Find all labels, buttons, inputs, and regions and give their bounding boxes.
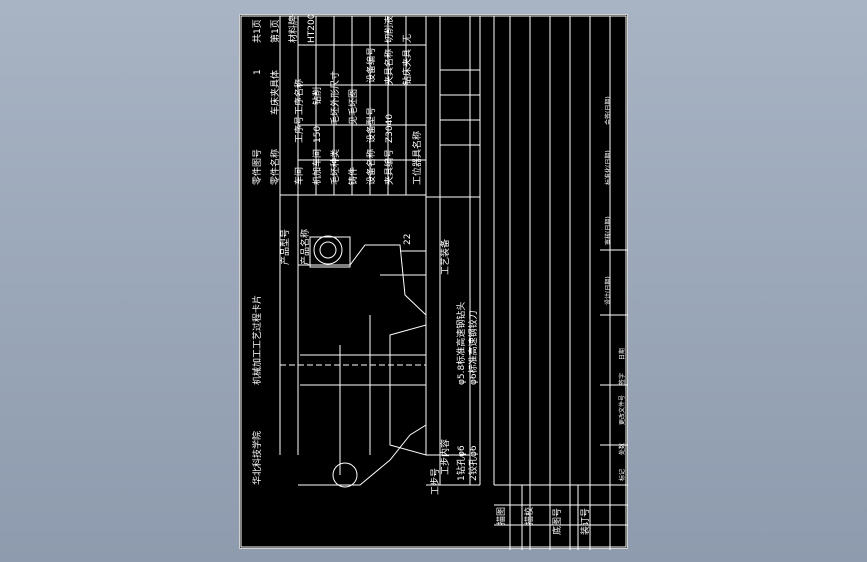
op-no: 150 [313, 126, 323, 143]
step-content-header: 工步内容 [439, 439, 451, 475]
card-title: 机械加工工艺过程卡片 [251, 295, 263, 385]
coolant: 无 [402, 34, 413, 43]
rev-count: 处数 [618, 443, 626, 455]
fixture-no-label: 夹具编号 [383, 149, 395, 185]
step-2-content: 铰孔φ6 [467, 445, 479, 475]
equip-model-label: 设备型号 [365, 107, 377, 143]
sign-base-no: 底图号 [551, 508, 563, 535]
part-name-label: 零件名称 [269, 149, 281, 185]
equip-model: Z3040 [385, 114, 395, 143]
sheet-border [240, 15, 627, 548]
rev-date: 日期 [618, 348, 626, 360]
step-2-no: 2 [469, 475, 479, 481]
step-1-content: 钻孔φ6 [455, 445, 467, 475]
rev-mark: 标记 [618, 469, 626, 481]
fixture-name-label: 夹具名称 [383, 49, 395, 85]
equip-no-label: 设备编号 [365, 47, 377, 83]
process-card-sheet: 华北科技学院 机械加工工艺过程卡片 产品型号 产品名称 零件图号 1 共1页 零… [239, 14, 628, 550]
op-name: 钻削 [311, 87, 323, 105]
sign-bind-no: 装订号 [579, 508, 591, 535]
school-name: 华北科技学院 [251, 431, 263, 485]
material-grade-label: 材料牌号 [287, 15, 299, 43]
fixture-name: 钻床夹具 [401, 49, 413, 85]
workshop-label: 车间 [293, 167, 305, 185]
blank-size-label: 毛坯外形尺寸 [329, 71, 341, 125]
product-name-label: 产品名称 [299, 229, 311, 265]
blank-type: 铸件 [347, 167, 359, 185]
op-name-label: 工序名称 [293, 79, 305, 115]
equip-name-label: 设备名称 [365, 149, 377, 185]
blank-type-label: 毛坯种类 [329, 149, 341, 185]
page-no: 第1页 [269, 19, 281, 43]
part-drawing-no: 1 [253, 69, 263, 75]
footer-standard: 标准化(日期) [604, 150, 612, 185]
workshop: 机加车间 [311, 149, 323, 185]
step-2-equipment: φ6标准高速钢铰刀 [467, 310, 479, 385]
footer-review: 审核(日期) [604, 216, 612, 245]
rev-sign: 签字 [618, 373, 626, 385]
step-equipment-header: 工艺装备 [439, 239, 451, 275]
sign-drawing: 描图 [495, 507, 507, 525]
footer-design: 设计(日期) [604, 276, 612, 305]
part-drawing-no-label: 零件图号 [251, 149, 263, 185]
process-card-drawing: 华北科技学院 机械加工工艺过程卡片 产品型号 产品名称 零件图号 1 共1页 零… [240, 15, 628, 550]
dimension-22: 22 [403, 234, 413, 245]
op-no-label: 工序号 [293, 116, 305, 143]
blank-size: 见毛坯图 [347, 89, 359, 125]
part-name: 车床夹具体 [269, 70, 281, 115]
part-sketch [280, 235, 427, 488]
station-label: 工位器具名称 [411, 131, 423, 185]
total-pages: 共1页 [252, 19, 263, 43]
footer-sign: 会签(日期) [604, 96, 612, 125]
product-model-label: 产品型号 [279, 229, 291, 265]
coolant-label: 切削液 [383, 16, 395, 43]
step-1-no: 1 [457, 475, 467, 481]
sign-check: 描校 [523, 507, 535, 525]
material-grade: HT200 [307, 15, 317, 43]
step-1-equipment: φ5.8标准高速钢钻头 [455, 302, 467, 385]
step-no-header: 工步号 [430, 468, 441, 495]
rev-doc-no: 更改文件号 [618, 395, 626, 425]
